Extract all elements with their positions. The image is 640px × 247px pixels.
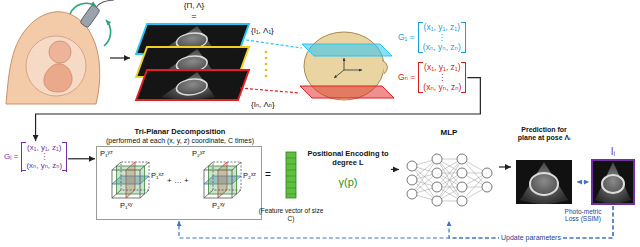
coordinate-matrix: Gᵢ =(x₁, y₁, z₁)⋮(xₙ, yₙ, zₙ) (4, 142, 67, 172)
image-stack: {Π, Λ}={I₁, Λ₁}{Iₙ, Λₙ} (134, 1, 294, 105)
box-heading: Tri-Planar Decomposition(performed at ea… (90, 128, 270, 145)
image-slices (136, 24, 302, 100)
node-text: γ(p) (306, 176, 390, 189)
ultrasound-image (592, 160, 634, 204)
plane-label: P₁ʸᶻ (100, 150, 113, 158)
matrix-label: Gₙ = (398, 73, 415, 83)
matrix-row: (x₁, y₁, z₁) (423, 23, 461, 33)
plane-label: P₂ˣʸ (212, 202, 225, 210)
matrix-row: (x₁, y₁, z₁) (26, 143, 62, 152)
heading-text: (performed at each (x, y, z) coordinate,… (90, 137, 270, 145)
connector-arrow (391, 169, 399, 170)
matrix-label: G₁ = (398, 33, 415, 43)
set-label: {I₁, Λ₁} (251, 26, 274, 35)
matrix-row: (xₙ, yₙ, zₙ) (423, 83, 461, 93)
node-text: Positional Encoding to degree L (306, 150, 390, 167)
tri-plane-cube (112, 162, 149, 198)
connector-arrow (36, 78, 481, 141)
target-image-node: Iᵢ (590, 146, 636, 205)
pregnancy-illustration (6, 0, 130, 104)
encoding-node: Positional Encoding to degree L γ(p) (306, 150, 390, 189)
connector-arrow (68, 158, 95, 159)
connector-arrow (499, 166, 511, 167)
set-label: {Iₙ, Λₙ} (251, 100, 275, 109)
node-text: (Feature vector of size C) (258, 207, 324, 222)
matrix-bracket: (x₁, y₁, z₁)⋮(xₙ, yₙ, zₙ) (418, 22, 466, 53)
matrix-row: ⋮ (26, 152, 62, 161)
matrix-bracket: (x₁, y₁, z₁)⋮(xₙ, yₙ, zₙ) (21, 142, 67, 172)
matrix-row: (xₙ, yₙ, zₙ) (26, 161, 62, 170)
set-label: {Π, Λ} (172, 1, 216, 10)
head-model (300, 32, 394, 100)
feature-vector-node: (Feature vector of size C) (258, 150, 324, 222)
connector-arrow (577, 181, 589, 182)
plane-label: P₁ˣʸ (120, 202, 132, 210)
feature-vector (286, 152, 296, 198)
prediction-node: Prediction for plane at pose Λᵢ (512, 126, 576, 206)
equals-sign: = (265, 169, 271, 180)
node-text: Iᵢ (590, 146, 636, 158)
coordinate-matrix: Gₙ =(x₁, y₁, z₁)⋮(xₙ, yₙ, zₙ) (398, 62, 466, 93)
coordinate-matrix: G₁ =(x₁, y₁, z₁)⋮(xₙ, yₙ, zₙ) (398, 22, 466, 53)
matrix-row: (xₙ, yₙ, zₙ) (423, 43, 461, 53)
matrix-row: ⋮ (423, 73, 461, 83)
matrix-row: (x₁, y₁, z₁) (423, 63, 461, 73)
mlp-network (407, 154, 492, 206)
plane-label: P₁ˣᶻ (151, 172, 164, 180)
edge-label: Update parameters (499, 234, 563, 242)
plane-label: P₂ʸᶻ (192, 150, 205, 158)
matrix-row: ⋮ (423, 33, 461, 43)
heading-text: Tri-Planar Decomposition (90, 128, 270, 137)
tri-plane-cube (204, 162, 241, 198)
sum-sign: + … + (167, 177, 189, 186)
edge-label: Photo-metric Loss (SSIM) (563, 208, 603, 222)
plane-label: P₂ˣᶻ (243, 172, 256, 180)
set-label: = (172, 11, 216, 21)
node-text: MLP (400, 128, 498, 137)
node-text: Prediction for plane at pose Λᵢ (512, 126, 576, 142)
ultrasound-image (516, 160, 572, 204)
matrix-label: Gᵢ = (4, 152, 18, 161)
matrix-bracket: (x₁, y₁, z₁)⋮(xₙ, yₙ, zₙ) (418, 62, 466, 93)
mlp-node: MLP (400, 128, 498, 220)
